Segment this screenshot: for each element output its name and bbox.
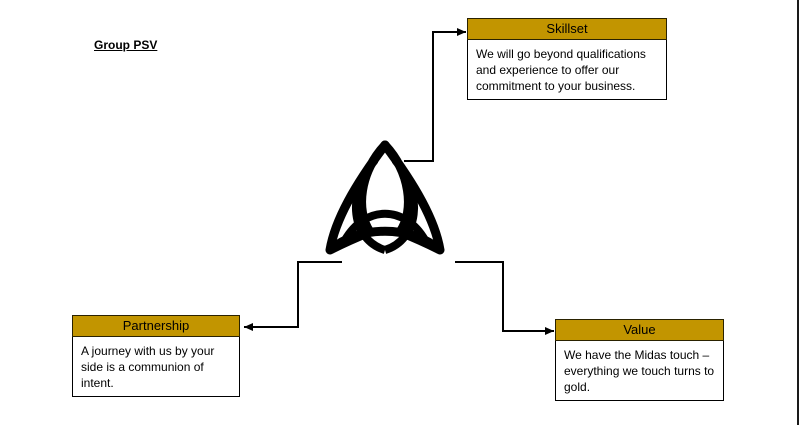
value-card: Value We have the Midas touch – everythi… bbox=[555, 319, 724, 401]
value-text: We have the Midas touch – everything we … bbox=[555, 341, 724, 401]
value-heading: Value bbox=[555, 319, 724, 341]
connector-partnership bbox=[244, 261, 342, 331]
skillset-text: We will go beyond qualifications and exp… bbox=[467, 40, 667, 100]
triquetra-icon bbox=[325, 140, 445, 255]
partnership-text: A journey with us by your side is a comm… bbox=[72, 337, 240, 397]
page-title: Group PSV bbox=[94, 38, 158, 52]
partnership-card: Partnership A journey with us by your si… bbox=[72, 315, 240, 397]
skillset-card: Skillset We will go beyond qualification… bbox=[467, 18, 667, 100]
partnership-heading: Partnership bbox=[72, 315, 240, 337]
skillset-heading: Skillset bbox=[467, 18, 667, 40]
page-right-border bbox=[797, 0, 799, 425]
connector-value bbox=[455, 261, 554, 335]
connector-skillset bbox=[404, 28, 466, 162]
